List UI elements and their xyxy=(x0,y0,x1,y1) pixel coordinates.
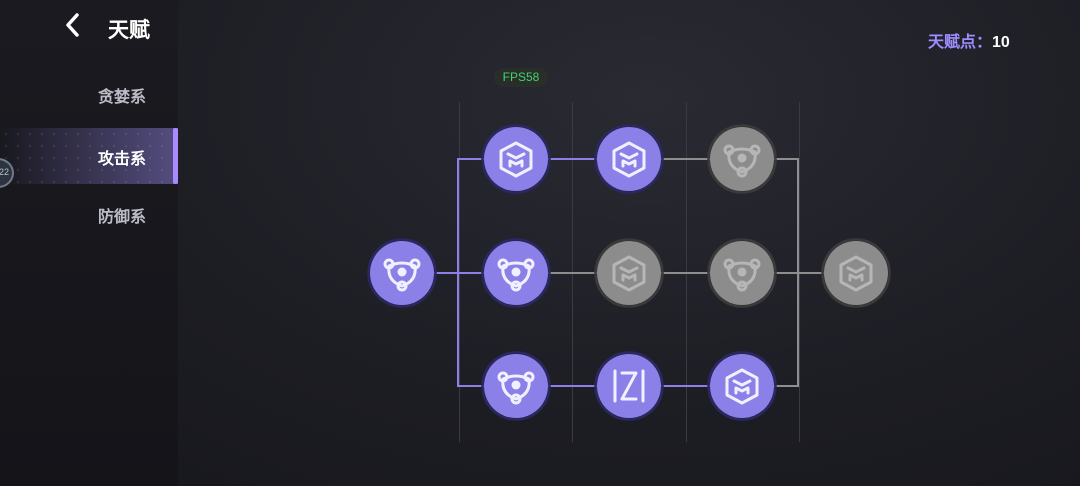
bear-icon xyxy=(723,258,761,292)
page-title: 天赋 xyxy=(108,19,150,42)
slash-z-icon xyxy=(613,369,645,403)
talent-node-r1c3[interactable] xyxy=(707,124,777,194)
talent-links xyxy=(434,158,824,387)
talent-node-r2c1[interactable] xyxy=(481,238,551,308)
talent-node-ring xyxy=(707,351,777,421)
fps-counter: FPS58 xyxy=(494,68,548,87)
talent-node-ring xyxy=(367,238,437,308)
floating-badge-text: 22 xyxy=(0,167,9,177)
talent-node-r3c3[interactable] xyxy=(707,351,777,421)
talent-node-r2c2[interactable] xyxy=(594,238,664,308)
bear-icon xyxy=(723,144,761,178)
talent-node-ring xyxy=(707,238,777,308)
talent-node-end[interactable] xyxy=(821,238,891,308)
talent-link xyxy=(457,273,484,387)
talent-link xyxy=(434,158,484,274)
talent-node-r3c2[interactable] xyxy=(594,351,664,421)
active-indicator xyxy=(173,128,178,184)
talent-node-ring xyxy=(594,238,664,308)
sidebar-item-label: 防御系 xyxy=(98,209,147,226)
cube-icon xyxy=(612,141,646,178)
talent-node-ring xyxy=(594,124,664,194)
talent-node-ring xyxy=(594,351,664,421)
talent-points: 天赋点：10 xyxy=(928,28,1010,52)
cube-icon xyxy=(839,255,873,292)
sidebar-item-label: 贪婪系 xyxy=(98,89,147,106)
sidebar-item-greed[interactable]: 贪婪系 xyxy=(0,66,178,122)
cube-icon xyxy=(612,255,646,292)
cube-icon xyxy=(499,141,533,178)
talent-node-ring xyxy=(707,124,777,194)
cube-icon xyxy=(725,368,759,405)
talent-node-ring xyxy=(481,351,551,421)
talent-node-r2c3[interactable] xyxy=(707,238,777,308)
bear-icon xyxy=(497,258,535,292)
talent-node-root[interactable] xyxy=(367,238,437,308)
sidebar-item-defense[interactable]: 防御系 xyxy=(0,186,178,242)
talent-node-r3c1[interactable] xyxy=(481,351,551,421)
talent-node-ring xyxy=(481,124,551,194)
talent-points-value: 10 xyxy=(992,34,1010,51)
bear-icon xyxy=(383,258,421,292)
talent-node-r1c1[interactable] xyxy=(481,124,551,194)
talent-node-r1c2[interactable] xyxy=(594,124,664,194)
chevron-left-icon xyxy=(66,13,79,37)
talent-nodes xyxy=(367,124,891,421)
sidebar-item-label: 攻击系 xyxy=(98,151,147,168)
talent-node-ring xyxy=(821,238,891,308)
back-button[interactable] xyxy=(58,8,88,44)
talent-points-label: 天赋点： xyxy=(928,34,993,51)
bear-icon xyxy=(497,371,535,405)
talent-node-ring xyxy=(481,238,551,308)
sidebar-item-attack[interactable]: 攻击系 xyxy=(0,128,178,184)
sidebar: 天赋 贪婪系 攻击系 防御系 xyxy=(0,0,178,486)
